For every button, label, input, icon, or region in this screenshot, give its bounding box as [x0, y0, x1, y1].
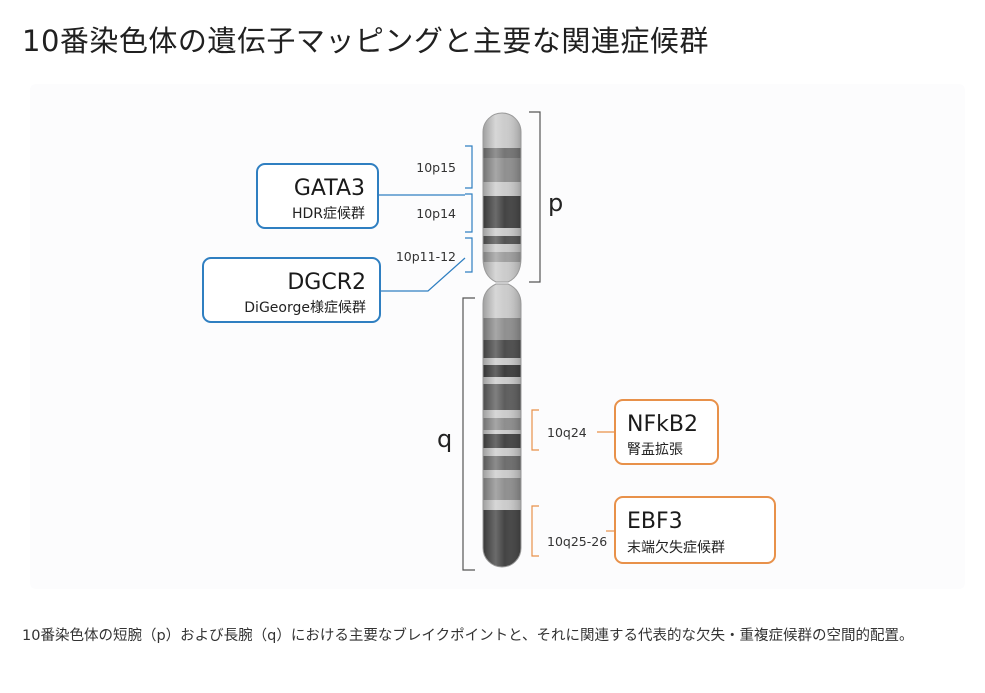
band-label-10q25-26: 10q25-26: [547, 534, 607, 549]
gene-box-dgcr2: DGCR2 DiGeorge様症候群: [202, 257, 381, 323]
p-arm-label: p: [548, 189, 563, 217]
band-label-10p11-12: 10p11-12: [396, 249, 456, 264]
bracket-10q25-26: [531, 505, 539, 557]
band-label-10p14: 10p14: [416, 206, 456, 221]
connector-dgcr2: [380, 257, 466, 292]
gene-box-gata3: GATA3 HDR症候群: [256, 163, 379, 229]
bracket-10p15: [465, 145, 473, 189]
p-arm-bracket: [529, 111, 541, 283]
syndrome-dgcr2: DiGeorge様症候群: [244, 300, 366, 316]
bracket-10q24: [531, 409, 539, 451]
gene-name-ebf3: EBF3: [627, 509, 683, 534]
q-arm-label: q: [437, 425, 452, 453]
bracket-10p11-12: [465, 237, 473, 273]
band-label-10q24: 10q24: [547, 425, 587, 440]
gene-name-dgcr2: DGCR2: [287, 270, 366, 295]
syndrome-nfkb2: 腎盂拡張: [627, 442, 683, 458]
band-label-10p15: 10p15: [416, 160, 456, 175]
syndrome-ebf3: 末端欠失症候群: [627, 540, 725, 556]
syndrome-gata3: HDR症候群: [292, 206, 365, 222]
figure-caption: 10番染色体の短腕（p）および長腕（q）における主要なブレイクポイントと、それに…: [22, 628, 914, 644]
bracket-10p14: [465, 193, 473, 233]
chromosome-p-arm: [483, 113, 521, 282]
gene-name-nfkb2: NFkB2: [627, 412, 698, 437]
gene-name-gata3: GATA3: [294, 176, 365, 201]
gene-box-ebf3: EBF3 末端欠失症候群: [614, 496, 776, 564]
chromosome-q-arm: [483, 284, 521, 567]
gene-box-nfkb2: NFkB2 腎盂拡張: [614, 399, 719, 465]
page-title: 10番染色体の遺伝子マッピングと主要な関連症候群: [22, 24, 709, 58]
q-arm-bracket: [462, 297, 475, 571]
